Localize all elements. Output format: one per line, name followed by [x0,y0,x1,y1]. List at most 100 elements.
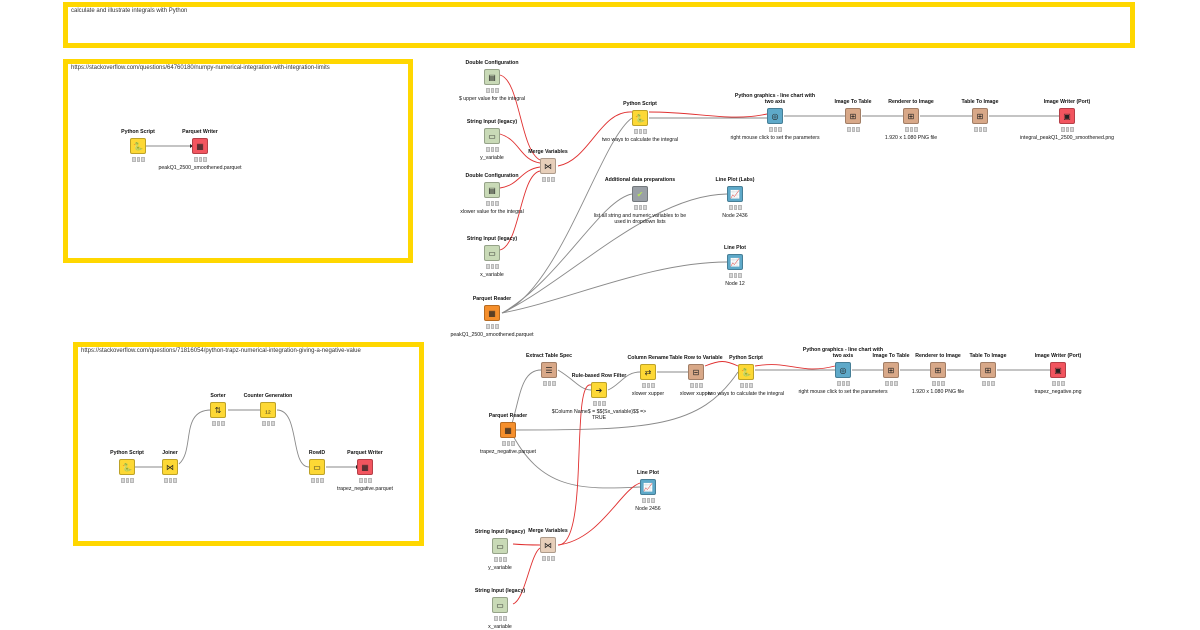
node-label[interactable]: $Column Name$ = $${Sx_variable}$$ => TRU… [551,409,647,422]
rowid-icon[interactable]: ▭ [309,459,325,475]
node-label[interactable]: $ upper value for the integral [458,96,526,102]
string-input-icon[interactable]: ▭ [492,597,508,613]
variable-connection [754,364,836,370]
node-status [132,157,146,162]
row-variable-icon[interactable]: ⊟ [688,364,704,380]
parquet-reader-icon[interactable]: ▦ [484,305,500,321]
node-title: Parquet Writer [182,128,218,135]
node-label[interactable]: y_variable [480,155,504,161]
node-label[interactable]: Node 2436 [722,213,748,219]
config-icon[interactable]: ▤ [484,69,500,85]
node-label[interactable]: list all string and numeric variables to… [593,213,687,226]
node-label[interactable]: x_variable [488,624,512,630]
node-label[interactable]: Node 12 [725,281,745,287]
node-label[interactable]: 1.920 x 1.080 PNG file [911,389,965,395]
renderer-icon[interactable]: ⊞ [930,362,946,378]
node-label[interactable]: trapez_negative.parquet [480,449,536,455]
node-title: Python graphics - line chart with two ax… [734,92,816,105]
node-label[interactable]: two ways to calculate the integral [601,137,679,143]
node-status [194,157,208,162]
node-label[interactable]: two ways to calculate the integral [707,391,785,397]
node-title: Rule-based Row Filter [571,372,627,379]
joiner-icon[interactable]: ⋈ [162,459,178,475]
image-writer-icon[interactable]: ▣ [1059,108,1075,124]
python-icon[interactable]: 🐍 [119,459,135,475]
node-label[interactable]: peakQ1_2500_smoothened.parquet [450,332,534,338]
node-title: Parquet Reader [472,295,512,302]
table-image-icon[interactable]: ⊞ [972,108,988,124]
node-status [311,478,325,483]
node-label[interactable]: trapez_negative.png [1034,389,1082,395]
node-label[interactable]: Node 2456 [635,506,661,512]
sorter-icon[interactable]: ⇅ [210,402,226,418]
node-status [359,478,373,483]
merge-icon[interactable]: ⋈ [540,537,556,553]
annotation-top-banner[interactable]: calculate and illustrate integrals with … [63,2,1135,48]
node-label[interactable]: x_variable [480,272,504,278]
component-icon[interactable]: ✔ [632,186,648,202]
python-icon[interactable]: 🐍 [738,364,754,380]
node-label[interactable]: right mouse click to set the parameters [730,135,820,141]
node-status [542,556,556,561]
node-status [837,381,851,386]
line-plot-icon[interactable]: 📈 [727,186,743,202]
node-title: Table To Image [961,98,999,105]
table-image-icon[interactable]: ⊞ [980,362,996,378]
chart-icon[interactable]: ◎ [835,362,851,378]
counter-icon[interactable]: ₁₂ [260,402,276,418]
line-plot-icon[interactable]: 📈 [640,479,656,495]
parquet-reader-icon[interactable]: ▦ [500,422,516,438]
row-filter-icon[interactable]: ➔ [591,382,607,398]
annotation-text: calculate and illustrate integrals with … [71,8,188,14]
node-title: Line Plot (Labs) [715,176,755,183]
python-icon[interactable]: 🐍 [130,138,146,154]
python-icon[interactable]: 🐍 [632,110,648,126]
node-label[interactable]: xlower value for the integral [460,209,524,215]
renderer-icon[interactable]: ⊞ [903,108,919,124]
data-connection [509,429,641,489]
parquet-writer-icon[interactable]: ▦ [192,138,208,154]
node-label[interactable]: xlower xupper [679,391,713,397]
annotation-box-1[interactable]: https://stackoverflow.com/questions/6476… [63,59,413,263]
chart-icon[interactable]: ◎ [767,108,783,124]
line-plot-icon[interactable]: 📈 [727,254,743,270]
merge-icon[interactable]: ⋈ [540,158,556,174]
node-status [634,129,648,134]
node-status [932,381,946,386]
config-icon[interactable]: ▤ [484,182,500,198]
node-label[interactable]: xlower xupper [631,391,665,397]
string-input-icon[interactable]: ▭ [484,128,500,144]
node-label[interactable]: peakQ1_2500_smoothened.parquet [158,165,242,171]
node-title: Python Script [121,128,155,135]
parquet-writer-icon[interactable]: ▦ [357,459,373,475]
node-title: Image Writer (Port) [1034,352,1082,359]
node-label[interactable]: trapez_negative.parquet [337,486,393,492]
node-title: String Input (legacy) [474,587,526,594]
image-writer-icon[interactable]: ▣ [1050,362,1066,378]
node-title: Parquet Writer [347,449,383,456]
table-spec-icon[interactable]: ☰ [541,362,557,378]
variable-connection [704,361,739,367]
node-title: Merge Variables [528,148,568,155]
node-label[interactable]: right mouse click to set the parameters [798,389,888,395]
annotation-box-2[interactable]: https://stackoverflow.com/questions/7181… [73,342,424,546]
node-title: Image To Table [872,352,910,359]
node-label[interactable]: 1.920 x 1.080 PNG file [884,135,938,141]
node-status [486,324,500,329]
node-status [905,127,919,132]
image-table-icon[interactable]: ⊞ [883,362,899,378]
node-title: Image Writer (Port) [1043,98,1091,105]
node-status [486,147,500,152]
string-input-icon[interactable]: ▭ [484,245,500,261]
node-label[interactable]: integral_peakQ1_2500_smoothened.png [1019,135,1115,141]
rename-icon[interactable]: ⇄ [640,364,656,380]
node-title: Python graphics - line chart with two ax… [802,346,884,359]
node-title: Renderer to Image [888,98,934,105]
string-input-icon[interactable]: ▭ [492,538,508,554]
node-label[interactable]: y_variable [488,565,512,571]
node-title: Renderer to Image [915,352,961,359]
node-status [164,478,178,483]
node-status [262,421,276,426]
image-table-icon[interactable]: ⊞ [845,108,861,124]
